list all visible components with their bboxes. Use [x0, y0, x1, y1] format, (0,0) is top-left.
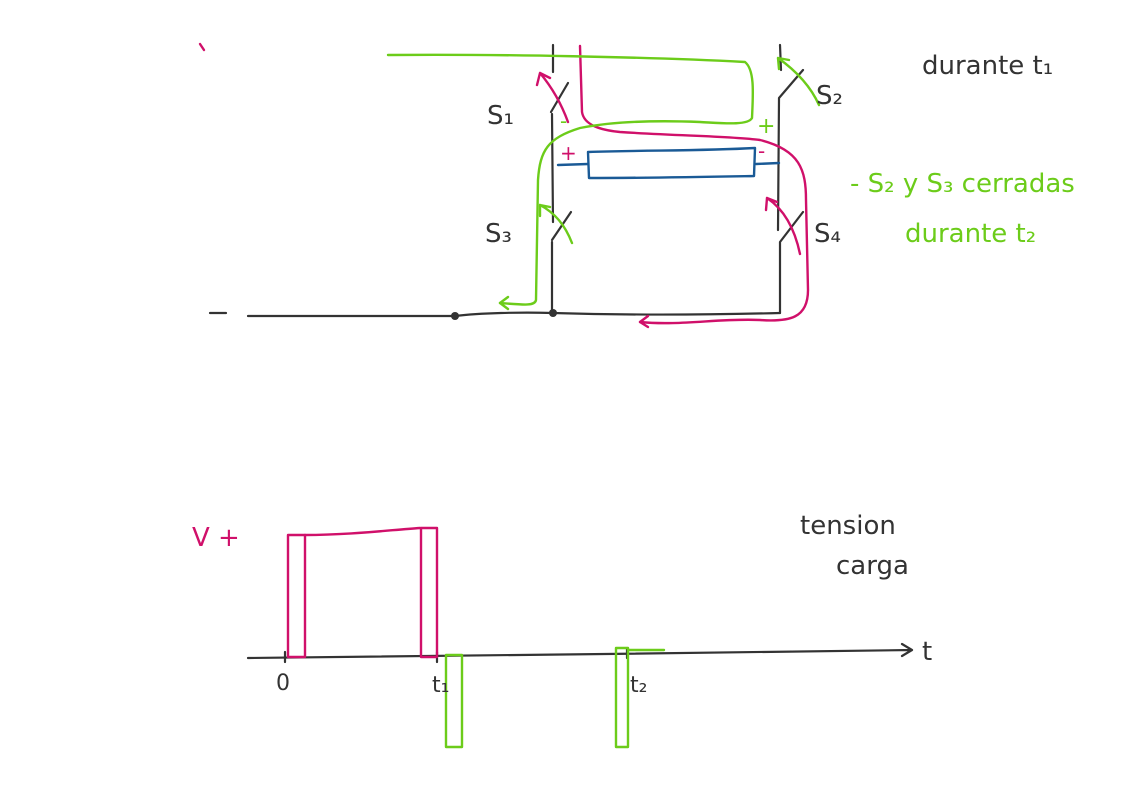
pulse-top-positive — [303, 526, 422, 537]
left-leg-middle — [550, 112, 555, 224]
stray-mark — [198, 42, 206, 52]
note-durante-t2: durante t₂ — [905, 219, 1036, 249]
s4-switch-blade — [778, 210, 805, 315]
load-minus-t2: - — [560, 109, 567, 133]
s4-closing-arrow-icon — [764, 196, 802, 256]
pulse-fall-t1 — [419, 526, 439, 659]
current-loop-t2 — [386, 53, 755, 306]
s1-switch-blade — [549, 81, 570, 114]
negative-rail — [246, 311, 782, 318]
switch-s3-label: S₃ — [485, 219, 512, 249]
note-s2-s3-closed: - S₂ y S₃ cerradas — [850, 169, 1075, 199]
pulse-negative-t1 — [444, 653, 464, 749]
load-voltage-graph: V + 0 t₁ t₂ t tension carga — [192, 511, 932, 749]
current-path-t1: + - — [535, 44, 810, 329]
bridge-circuit — [198, 42, 805, 320]
current-path-t2: - + — [386, 53, 821, 311]
tick-label-0: 0 — [276, 671, 290, 696]
pulse-negative-t2 — [614, 646, 630, 749]
load-body — [586, 146, 757, 180]
arrowhead-icon — [498, 295, 510, 311]
switch-s1-label: S₁ — [487, 101, 514, 131]
time-axis — [246, 642, 914, 660]
s1-closing-arrow-icon — [535, 71, 570, 124]
load-right-lead — [754, 161, 781, 166]
switch-s2-label: S₂ — [816, 81, 843, 111]
graph-title-tension: tension — [800, 511, 896, 541]
s2-switch-blade — [776, 68, 805, 232]
load-plus-t2: + — [757, 114, 775, 139]
node-dot — [549, 309, 557, 317]
load-resistor — [556, 146, 781, 180]
node-dot — [451, 312, 459, 320]
x-axis-label-t: t — [922, 637, 932, 667]
s3-switch-blade — [550, 210, 573, 242]
arrowhead-icon — [638, 314, 650, 329]
load-left-lead — [556, 162, 590, 167]
load-minus-t1: - — [758, 139, 765, 163]
s2-closing-arrow-icon — [776, 56, 821, 107]
graph-title-carga: carga — [836, 551, 909, 581]
tick-label-t1: t₁ — [432, 673, 449, 698]
switch-s4-label: S₄ — [814, 219, 841, 249]
pulse-rise-t0 — [286, 533, 307, 659]
y-label-v-plus: V + — [192, 523, 240, 553]
note-durante-t1: durante t₁ — [922, 51, 1053, 81]
current-loop-t1 — [578, 44, 810, 325]
tick-label-t2: t₂ — [630, 673, 647, 698]
s3-closing-arrow-icon — [538, 203, 574, 245]
load-plus-t1: + — [560, 141, 577, 165]
